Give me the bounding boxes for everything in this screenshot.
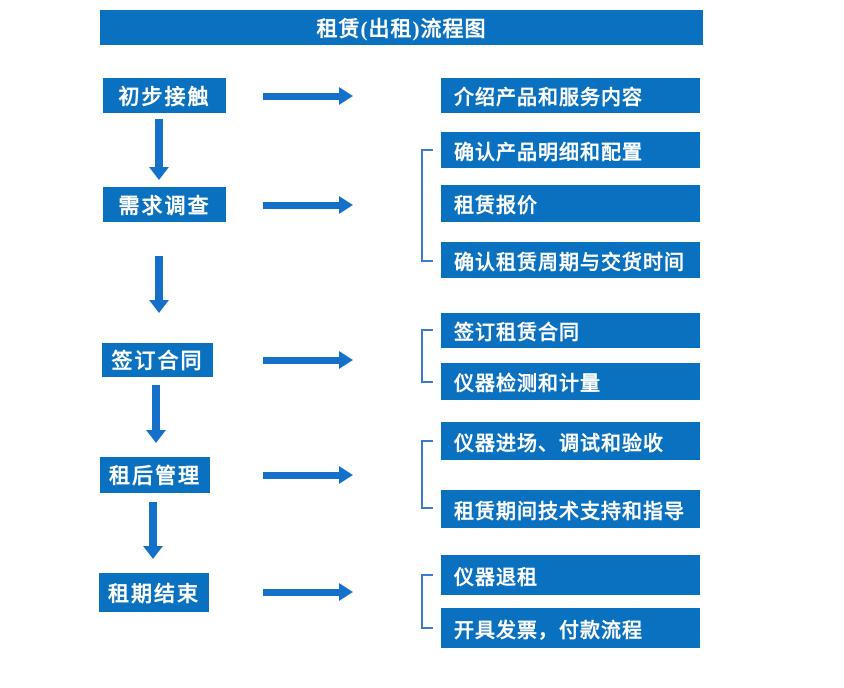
- step-box-rental-end: 租期结束: [99, 573, 209, 612]
- arrow-right-icon: [263, 87, 353, 105]
- detail-box-introduce-products: 介绍产品和服务内容: [441, 78, 700, 113]
- group-bracket-icon: [421, 440, 433, 509]
- detail-box-rental-quotation: 租赁报价: [441, 185, 700, 222]
- group-bracket-icon: [421, 149, 433, 262]
- step-box-initial-contact: 初步接触: [103, 78, 226, 113]
- group-bracket-icon: [421, 574, 433, 629]
- arrow-down-icon: [143, 502, 163, 559]
- detail-box-confirm-rental-period: 确认租赁周期与交货时间: [441, 242, 700, 278]
- arrow-down-icon: [149, 256, 169, 313]
- detail-box-instrument-return: 仪器退租: [441, 555, 700, 595]
- detail-box-confirm-product-details: 确认产品明细和配置: [441, 132, 700, 168]
- step-box-post-rental-management: 租后管理: [100, 457, 210, 493]
- arrow-right-icon: [263, 196, 353, 214]
- detail-box-instrument-testing: 仪器检测和计量: [441, 363, 700, 400]
- step-box-demand-survey: 需求调查: [103, 187, 226, 222]
- arrow-right-icon: [263, 351, 353, 369]
- detail-box-instrument-setup-acceptance: 仪器进场、调试和验收: [441, 422, 700, 460]
- detail-box-technical-support: 租赁期间技术支持和指导: [441, 490, 700, 528]
- arrow-down-icon: [146, 385, 166, 443]
- arrow-right-icon: [263, 466, 353, 484]
- flowchart-title: 租赁(出租)流程图: [100, 10, 703, 45]
- group-bracket-icon: [421, 329, 433, 383]
- detail-box-sign-rental-contract: 签订租赁合同: [441, 313, 700, 348]
- arrow-down-icon: [149, 119, 169, 180]
- arrow-right-icon: [263, 583, 353, 601]
- step-box-sign-contract: 签订合同: [102, 343, 213, 377]
- detail-box-invoice-payment: 开具发票，付款流程: [441, 608, 700, 648]
